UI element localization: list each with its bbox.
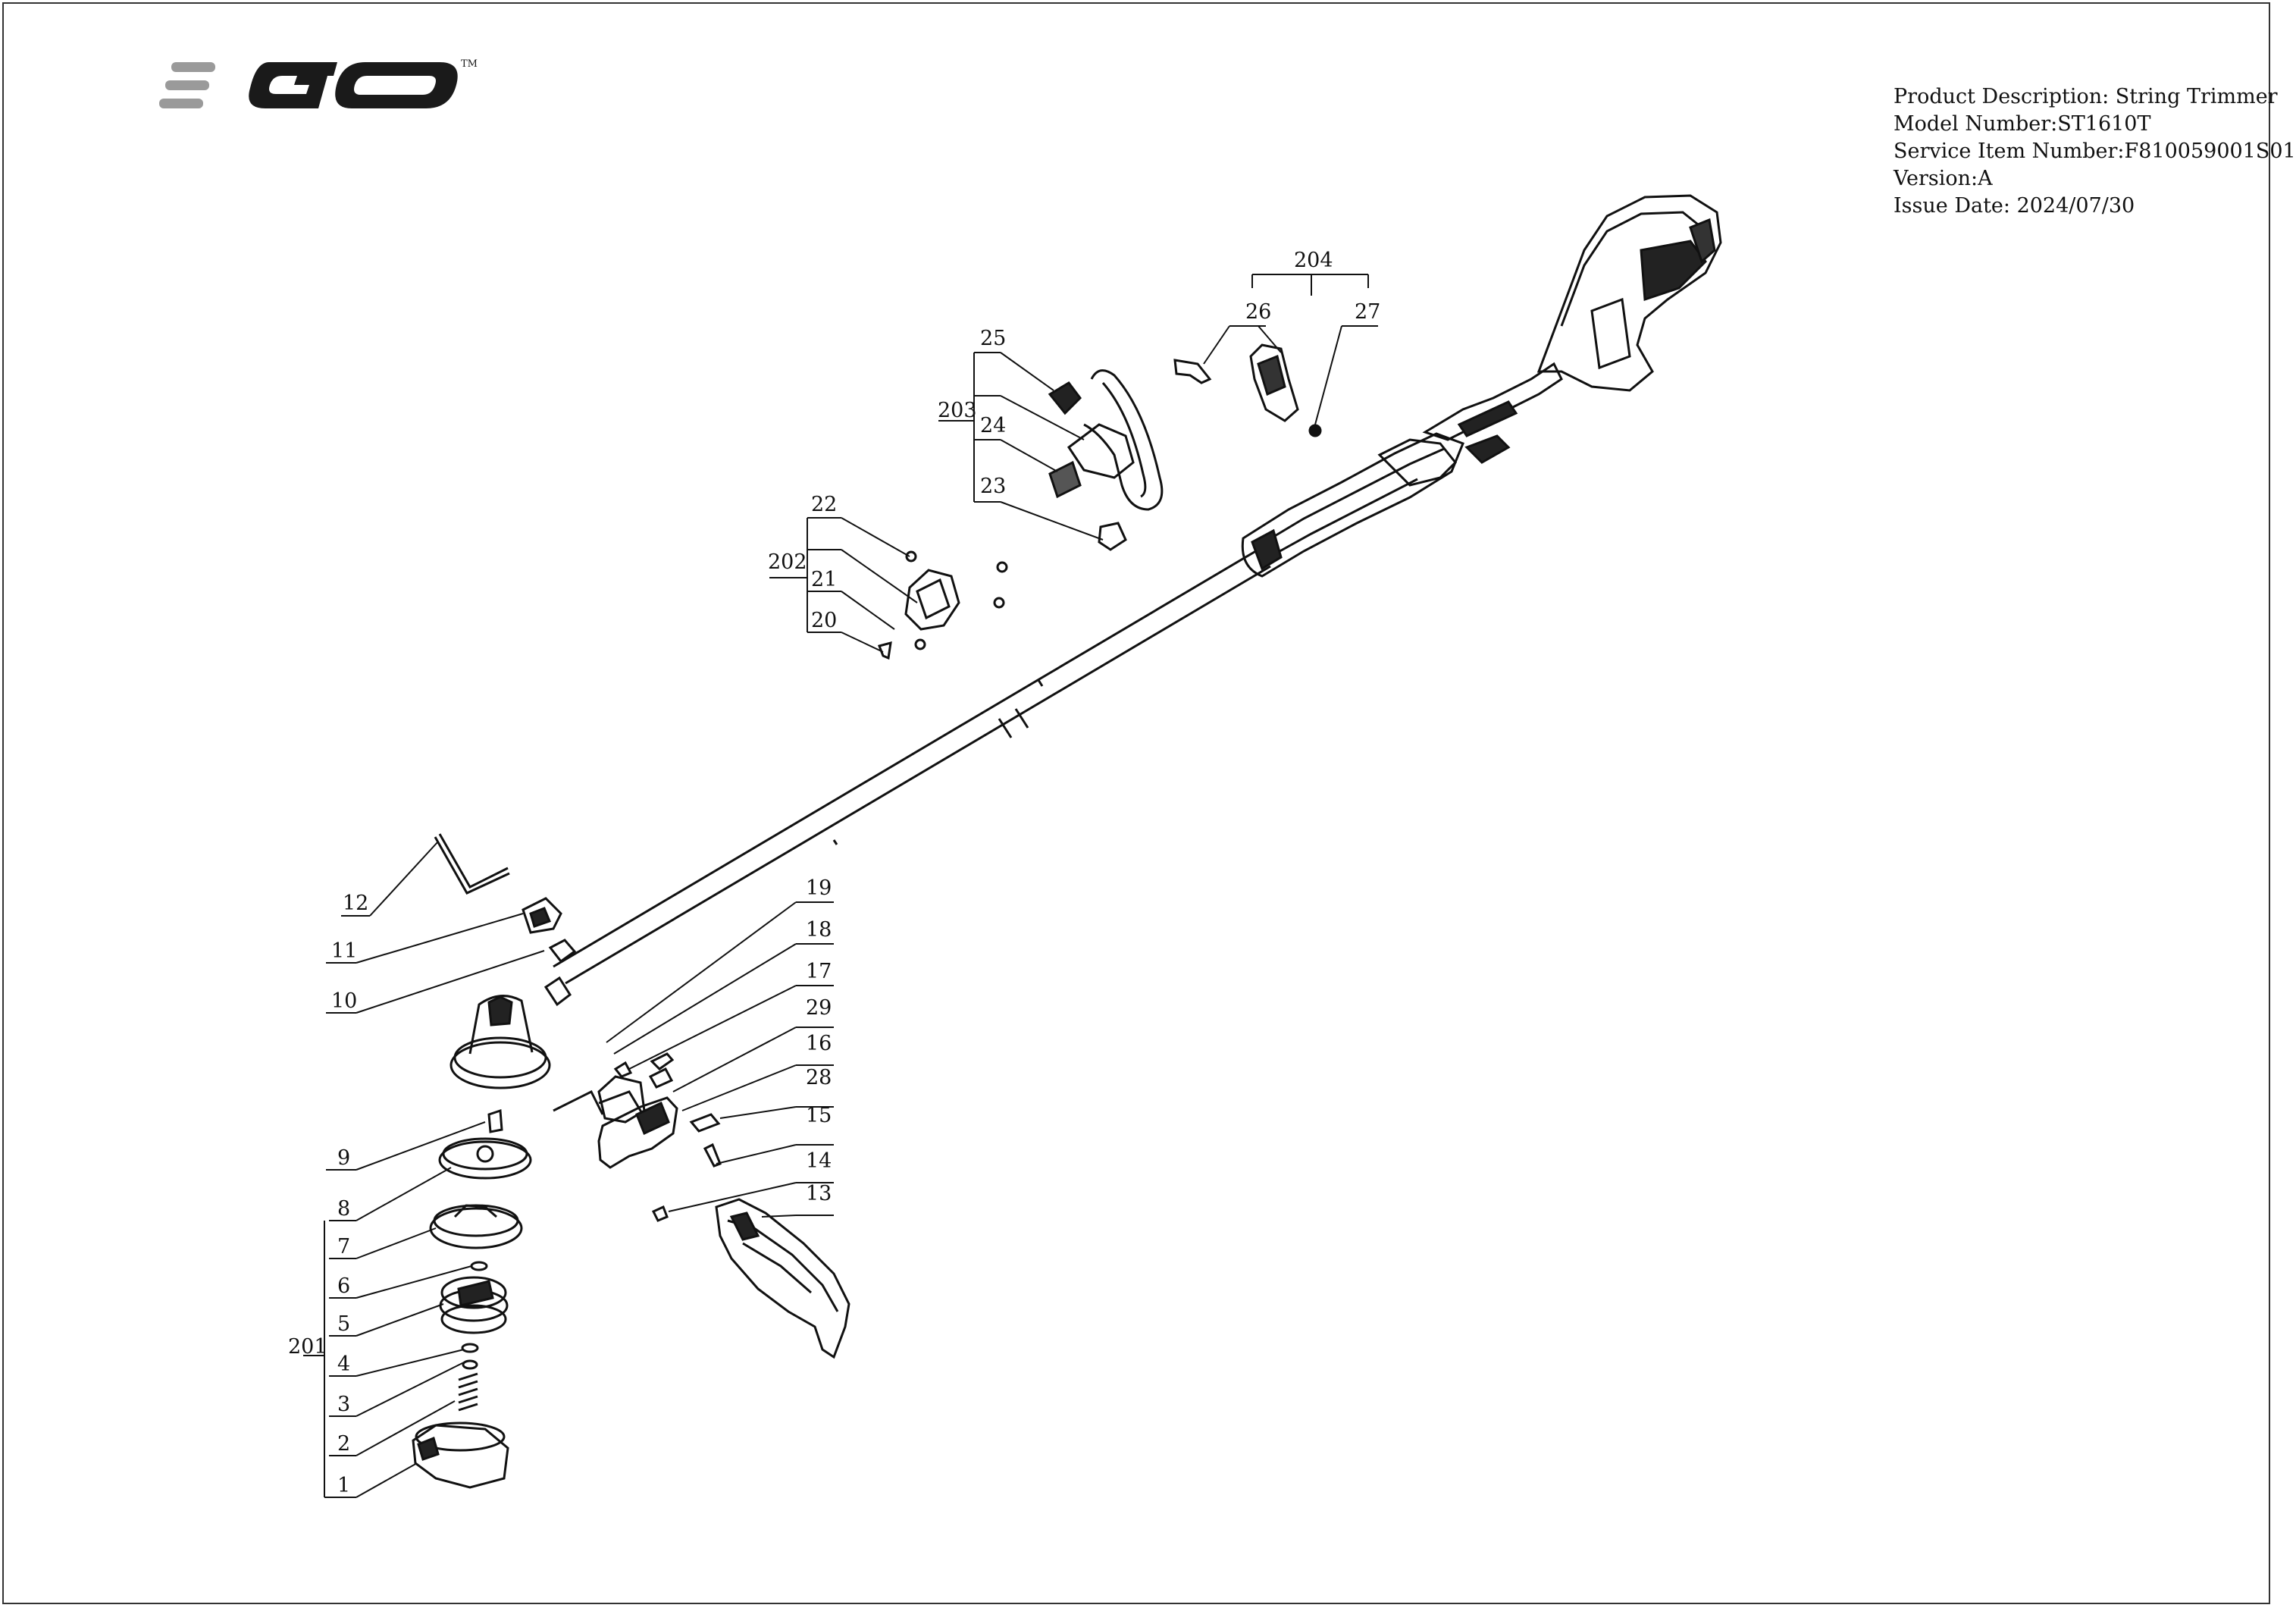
callout-9: 9: [337, 1146, 350, 1170]
model-number: Model Number:ST1610T: [1893, 112, 2151, 136]
callout-17: 17: [806, 960, 832, 983]
front-handle: [878, 369, 1164, 660]
callout-5: 5: [337, 1312, 350, 1336]
callout-labels: 1 2 3 4 5 6 7 8 9 10 11 12 13 14 15 16 1…: [288, 249, 1380, 1497]
callout-20: 20: [811, 609, 837, 632]
rear-handle-assembly: [1241, 194, 1722, 578]
shaft: [553, 548, 1271, 985]
callout-22: 22: [811, 493, 837, 516]
callout-25: 25: [980, 327, 1006, 350]
callout-4: 4: [337, 1353, 350, 1376]
callout-11: 11: [331, 939, 357, 963]
callout-7: 7: [337, 1235, 350, 1259]
callout-3: 3: [337, 1393, 350, 1416]
service-item-number: Service Item Number:F810059001S01: [1893, 139, 2296, 163]
product-description: Product Description: String Trimmer: [1893, 85, 2278, 108]
callout-16: 16: [806, 1032, 832, 1055]
clamp-assembly-204: [1173, 343, 1322, 437]
callout-27: 27: [1355, 300, 1380, 324]
callout-1: 1: [337, 1474, 350, 1497]
callout-26: 26: [1245, 300, 1271, 324]
callout-21: 21: [811, 568, 837, 591]
callout-23: 23: [980, 475, 1006, 498]
callout-8: 8: [337, 1197, 350, 1221]
trademark-mark: TM: [461, 58, 478, 70]
callout-18: 18: [806, 918, 832, 942]
callout-24: 24: [980, 414, 1006, 437]
ego-logo: TM: [159, 58, 478, 108]
cutting-head-assembly: [412, 833, 577, 1489]
guard-assembly: [553, 1052, 850, 1359]
callout-14: 14: [806, 1149, 832, 1173]
leader-lines: [303, 274, 1378, 1498]
callout-12: 12: [343, 892, 368, 915]
issue-date: Issue Date: 2024/07/30: [1893, 194, 2135, 218]
callout-201: 201: [288, 1335, 327, 1359]
callout-19: 19: [806, 876, 832, 900]
callout-10: 10: [331, 989, 357, 1013]
callout-202: 202: [768, 550, 807, 574]
callout-29: 29: [806, 996, 832, 1020]
callout-15: 15: [806, 1104, 832, 1127]
product-info-block: Product Description: String Trimmer Mode…: [1893, 83, 2296, 220]
version: Version:A: [1893, 167, 1993, 190]
callout-203: 203: [938, 399, 977, 422]
callout-28: 28: [806, 1066, 832, 1089]
callout-6: 6: [337, 1274, 350, 1298]
callout-13: 13: [806, 1182, 832, 1205]
callout-2: 2: [337, 1432, 350, 1456]
callout-204: 204: [1294, 249, 1333, 272]
